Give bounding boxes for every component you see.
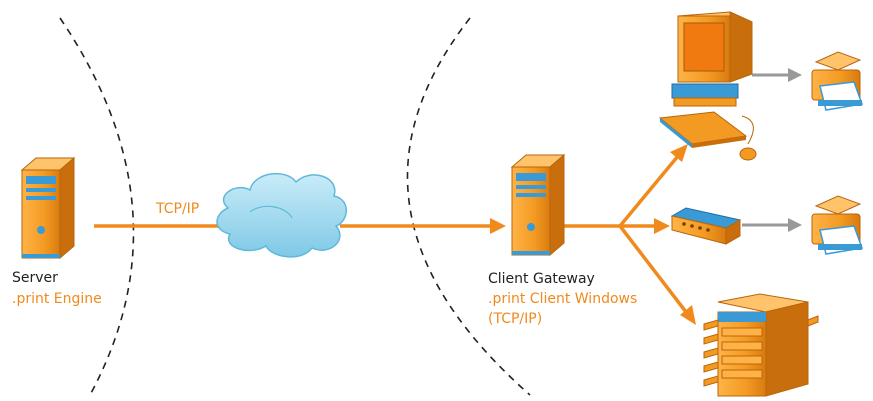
server-tower-icon	[20, 156, 76, 260]
cloud-icon	[216, 172, 347, 258]
gateway-role-label: .print Client Windows	[488, 291, 638, 307]
fork-to-production-printer-arrow	[618, 224, 696, 325]
workstation-to-printer-arrow	[752, 68, 802, 82]
gateway-tower-icon	[510, 153, 566, 257]
fork-to-printbox-arrow	[620, 218, 670, 234]
gateway-name-label: Client Gateway	[488, 271, 595, 287]
printer-icon-middle	[811, 195, 864, 255]
fork-to-workstation-arrow	[618, 144, 688, 228]
desktop-computer-icon	[658, 11, 757, 161]
large-printer-icon	[703, 293, 819, 397]
gateway-protocol-label: (TCP/IP)	[488, 311, 543, 327]
network-print-box-icon	[670, 207, 742, 245]
server-role-label: .print Engine	[12, 291, 102, 307]
printer-icon-top	[811, 51, 864, 111]
server-name-label: Server	[12, 270, 58, 286]
network-protocol-label: TCP/IP	[156, 201, 200, 217]
printbox-to-printer-arrow	[742, 218, 802, 232]
cloud-to-gateway-arrow	[340, 218, 506, 234]
